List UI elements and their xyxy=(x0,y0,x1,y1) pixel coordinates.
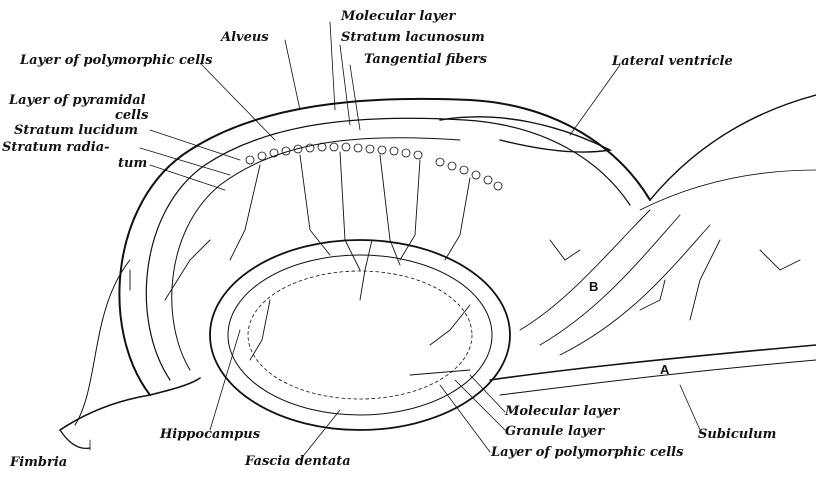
stratum-radiatum-label-line2: tum xyxy=(118,157,147,171)
inner-dentate-outline xyxy=(248,271,472,399)
hippocampus-label: Hippocampus xyxy=(160,428,260,442)
granule-layer-outline xyxy=(228,255,492,415)
fiber-arrow xyxy=(410,370,470,375)
region-marker-b: B xyxy=(589,279,598,294)
alveus-outline xyxy=(119,99,650,395)
stratum-radiatum-label-line1: Stratum radia- xyxy=(2,141,110,155)
layer-pyramidal-label-line1: Layer of pyramidal xyxy=(9,94,146,108)
layer-polymorphic-top-label: Layer of polymorphic cells xyxy=(20,54,212,68)
fimbria-outline xyxy=(60,378,200,430)
fimbria-label: Fimbria xyxy=(10,456,67,470)
inner-outline xyxy=(146,118,630,380)
alveus-label: Alveus xyxy=(221,31,269,45)
fascia-dentata-label: Fascia dentata xyxy=(245,455,351,469)
granule-layer-label: Granule layer xyxy=(505,425,604,439)
molecular-layer-bottom-label: Molecular layer xyxy=(505,405,619,419)
subiculum-outline xyxy=(490,345,816,380)
tangential-fibers-label: Tangential fibers xyxy=(364,53,487,67)
region-marker-a: A xyxy=(660,362,669,377)
lateral-ventricle-label: Lateral ventricle xyxy=(612,55,733,69)
stratum-lucidum-label: Stratum lucidum xyxy=(14,124,138,138)
pyramidal-band-outline xyxy=(172,138,460,370)
dendrite-strokes xyxy=(165,152,800,360)
stratum-lacunosum-label: Stratum lacunosum xyxy=(341,31,485,45)
dentate-gyrus-outline xyxy=(210,240,510,430)
subiculum-label: Subiculum xyxy=(698,428,776,442)
layer-pyramidal-label-line2: cells xyxy=(115,109,148,123)
layer-polymorphic-bottom-label: Layer of polymorphic cells xyxy=(491,446,683,460)
molecular-layer-top-label: Molecular layer xyxy=(341,10,455,24)
pyramidal-cell-row xyxy=(246,143,502,190)
